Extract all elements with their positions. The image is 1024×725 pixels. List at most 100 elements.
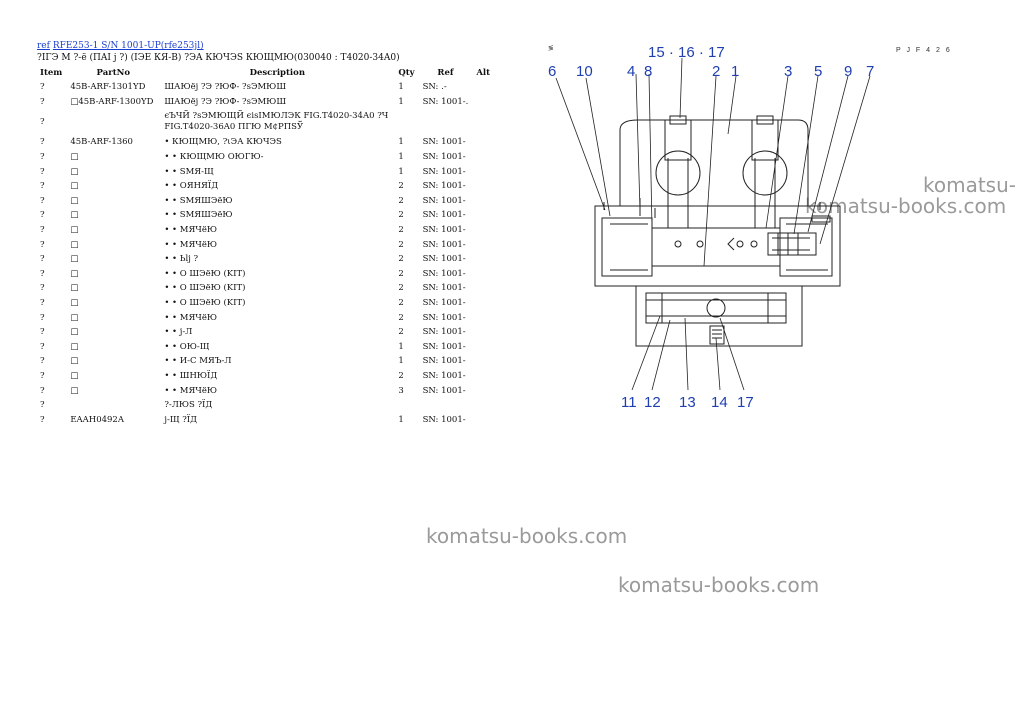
ref-cell: SN: 1001- bbox=[422, 341, 466, 352]
qty-cell: 2 bbox=[398, 239, 404, 250]
qty-cell: 1 bbox=[398, 96, 404, 107]
qty-cell: 2 bbox=[398, 195, 404, 206]
table-row: ? 45B-ARF-1360 • КЮЩМЮ, ?ιЭА КЮЧЭS 1 SN: 100… bbox=[36, 135, 500, 150]
valve-drawing bbox=[594, 115, 841, 347]
alt-cell bbox=[472, 150, 500, 165]
partno-cell: □ bbox=[70, 166, 79, 177]
description-cell: • • КЮЩМЮ ОЮГЮ- bbox=[164, 152, 264, 163]
alt-cell bbox=[472, 164, 500, 179]
qty-cell: 1 bbox=[398, 166, 404, 177]
item-cell: ? bbox=[40, 268, 45, 279]
alt-cell bbox=[472, 267, 500, 282]
qty-cell: 2 bbox=[398, 225, 404, 236]
item-cell: ? bbox=[40, 166, 45, 177]
description-cell: єЪЧЙ ?sЭМЮЩЙ єisIМЮЛЭК FIG.T4020-34A0 ?Ч… bbox=[164, 111, 389, 133]
partno-cell: □ bbox=[70, 312, 79, 323]
item-cell: ? bbox=[40, 210, 45, 221]
alt-cell bbox=[472, 135, 500, 150]
alt-cell bbox=[472, 252, 500, 267]
watermark: komatsu-books.com bbox=[426, 524, 628, 548]
qty-cell: 2 bbox=[398, 283, 404, 294]
qty-cell: 2 bbox=[398, 298, 404, 309]
ref-link[interactable]: ref bbox=[37, 41, 50, 51]
callout-4: 4 bbox=[627, 63, 635, 80]
item-cell: ? bbox=[40, 370, 45, 381]
partno-cell: □ bbox=[70, 225, 79, 236]
partno-cell: □ bbox=[70, 239, 79, 250]
ref-cell: SN: 1001- bbox=[422, 254, 466, 265]
partno-cell: □ bbox=[70, 283, 79, 294]
qty-cell: 1 bbox=[398, 137, 404, 148]
diagram-corner-left: ≶ bbox=[548, 45, 556, 52]
ref-cell: SN: 1001- bbox=[422, 166, 466, 177]
callout-10: 10 bbox=[576, 63, 593, 80]
alt-cell bbox=[472, 310, 500, 325]
partno-cell: □45B-ARF-1300YD bbox=[70, 96, 154, 107]
qty-cell: 2 bbox=[398, 254, 404, 265]
description-cell: • • ОЯНЯЇД bbox=[164, 181, 219, 192]
ref-cell: SN: 1001- bbox=[422, 298, 466, 309]
qty-cell: 2 bbox=[398, 268, 404, 279]
callout-17: 17 bbox=[737, 394, 754, 411]
description-cell: • • МЯЧёЮ bbox=[164, 225, 218, 236]
item-cell: ? bbox=[40, 117, 45, 128]
item-cell: ? bbox=[40, 341, 45, 352]
alt-cell bbox=[472, 325, 500, 340]
exploded-diagram: ≶ P J F 4 2 6 15 · 16 · 17 6 10 4 8 2 1 … bbox=[548, 44, 950, 411]
partno-cell: □ bbox=[70, 268, 79, 279]
table-row: ? єЪЧЙ ?sЭМЮЩЙ єisIМЮЛЭК FIG.T4020-34A0 ?… bbox=[36, 109, 500, 135]
description-cell: • • МЯЧёЮ bbox=[164, 385, 218, 396]
watermark: komatsu- bbox=[923, 173, 1016, 197]
alt-cell bbox=[472, 281, 500, 296]
ref-cell: SN: 1001- bbox=[422, 268, 466, 279]
item-cell: ? bbox=[40, 327, 45, 338]
description-cell: • • О ШЭёЮ (KIT) bbox=[164, 298, 246, 309]
description-cell: • • И-С МЯЪ-Л bbox=[164, 356, 232, 367]
column-header-alt: Alt bbox=[476, 68, 491, 78]
table-row: ??-ЛЮS ?ЇД bbox=[36, 398, 500, 413]
description-cell: • КЮЩМЮ, ?ιЭА КЮЧЭS bbox=[164, 137, 282, 148]
ref-cell: SN: .- bbox=[422, 82, 447, 93]
item-cell: ? bbox=[40, 195, 45, 206]
ref-cell bbox=[419, 109, 473, 135]
ref-cell: SN: 1001- bbox=[422, 225, 466, 236]
alt-cell bbox=[472, 80, 500, 95]
qty-cell bbox=[394, 109, 418, 135]
alt-cell bbox=[472, 179, 500, 194]
qty-cell: 2 bbox=[398, 370, 404, 381]
ref-cell: SN: 1001- bbox=[422, 370, 466, 381]
description-cell: • • SМЯШЭёЮ bbox=[164, 195, 233, 206]
ref-cell: SN: 1001- bbox=[422, 312, 466, 323]
description-cell: • • О ШЭёЮ (KIT) bbox=[164, 283, 246, 294]
callout-14: 14 bbox=[711, 394, 728, 411]
item-cell: ? bbox=[40, 283, 45, 294]
item-cell: ? bbox=[40, 400, 45, 411]
page-title: ?ΙΓЭ М ?-ё (ΠΑΙ j ?) (ΙЭЕ КЯ-В) ?ЭΑ КЮЧЭ… bbox=[37, 53, 400, 63]
qty-cell: 1 bbox=[398, 356, 404, 367]
item-cell: ? bbox=[40, 225, 45, 236]
item-cell: ? bbox=[40, 137, 45, 148]
alt-cell bbox=[472, 95, 500, 110]
alt-cell bbox=[472, 194, 500, 209]
table-header-row: Item PartNo Description Qty Ref Alt bbox=[36, 66, 500, 80]
callout-11: 11 bbox=[621, 394, 637, 411]
partno-cell: □ bbox=[70, 327, 79, 338]
ref-cell: SN: 1001- bbox=[422, 137, 466, 148]
parts-table: Item PartNo Description Qty Ref Alt ?45B… bbox=[36, 66, 500, 427]
ref-cell: SN: 1001- bbox=[422, 327, 466, 338]
partno-cell: 45B-ARF-1360 bbox=[70, 137, 133, 148]
alt-cell bbox=[472, 223, 500, 238]
alt-cell bbox=[472, 340, 500, 355]
qty-cell bbox=[394, 398, 418, 413]
model-link[interactable]: RFE253-1 S/N 1001-UP(rfe253jl) bbox=[52, 41, 204, 51]
